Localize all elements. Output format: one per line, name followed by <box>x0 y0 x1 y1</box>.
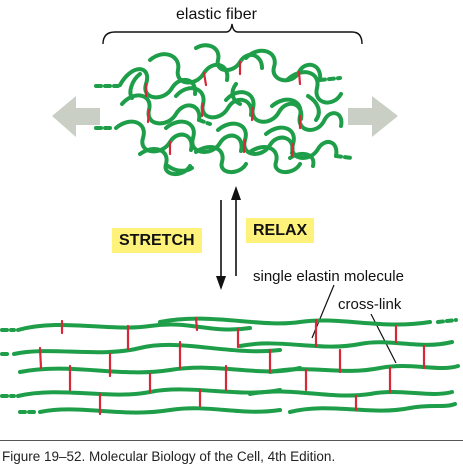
relax-arrowhead <box>231 186 241 200</box>
fiber-free-ends <box>94 76 354 160</box>
left-stretch-arrow <box>52 96 100 137</box>
elastic-fiber-brace <box>102 23 363 45</box>
single-elastin-molecule-label: single elastin molecule <box>253 268 404 285</box>
stretch-arrowhead <box>216 276 226 290</box>
stretched-elastin-molecules <box>12 316 460 415</box>
right-stretch-arrow <box>348 96 398 137</box>
cross-link-leader <box>370 313 397 364</box>
stretched-cross-links <box>38 316 426 416</box>
figure-caption: Figure 19–52. Molecular Biology of the C… <box>2 449 336 464</box>
figure-caption-bar: Figure 19–52. Molecular Biology of the C… <box>0 440 463 469</box>
relaxed-elastic-fiber <box>114 43 344 176</box>
stretch-tag: STRETCH <box>112 228 202 253</box>
elastic-fiber-label: elastic fiber <box>176 6 257 23</box>
cross-link-label: cross-link <box>338 296 402 313</box>
relax-tag: RELAX <box>246 218 315 243</box>
fiber-cross-links <box>144 60 302 158</box>
stretched-free-ends <box>0 318 458 414</box>
